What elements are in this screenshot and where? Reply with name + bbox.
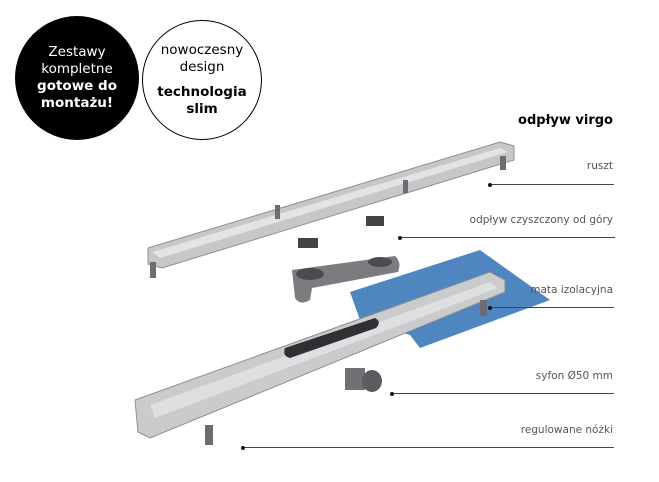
- label-mat: mata izolacyjna: [530, 284, 613, 296]
- leader-line: [488, 305, 614, 310]
- drain-insert: [292, 256, 400, 303]
- leader-dot: [398, 235, 402, 240]
- badge-text: kompletne: [41, 61, 113, 77]
- leader-dot: [488, 182, 492, 187]
- badge-text: design: [179, 59, 225, 75]
- badge-text-bold: technologia: [157, 84, 247, 100]
- badge-text-bold: montażu!: [40, 95, 114, 111]
- leader-line: [488, 182, 614, 187]
- product-title: odpływ virgo: [518, 113, 613, 128]
- label-siphon: syfon Ø50 mm: [535, 370, 613, 382]
- label-feet: regulowane nóżki: [520, 424, 613, 436]
- badge-text-bold: gotowe do: [37, 78, 117, 94]
- leader-line: [390, 391, 614, 396]
- badge-text: Zestawy: [48, 44, 106, 60]
- label-drain: odpływ czyszczony od góry: [469, 214, 613, 226]
- leader-dot: [488, 305, 492, 310]
- complete-set-badge: Zestawy kompletne gotowe do montażu!: [15, 16, 139, 140]
- leader-dot: [241, 445, 245, 450]
- leader-dot: [390, 391, 394, 396]
- badge-text: nowoczesny: [160, 42, 244, 58]
- clips: [298, 216, 384, 248]
- grate: [147, 141, 515, 278]
- slim-design-badge: nowoczesny design technologia slim: [142, 20, 262, 140]
- leader-line: [398, 235, 615, 240]
- channel: [134, 271, 506, 445]
- badge-text-bold: slim: [186, 101, 218, 117]
- label-grate: ruszt: [586, 160, 613, 172]
- leader-line: [241, 445, 614, 450]
